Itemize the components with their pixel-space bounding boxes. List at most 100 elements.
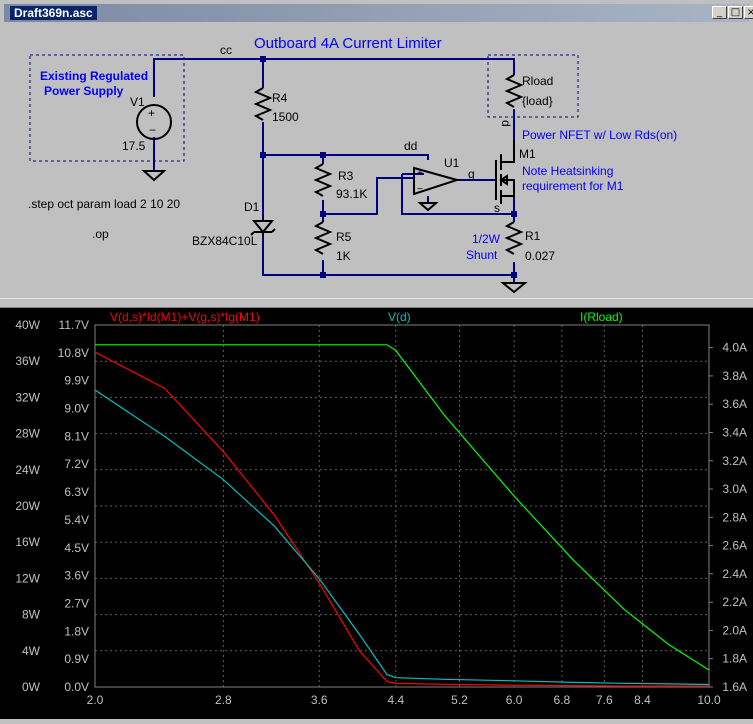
y-left-watt-tick: 4W (22, 644, 41, 658)
nfet-m1-icon (495, 140, 515, 204)
y-left-volt-tick: 2.7V (64, 596, 89, 610)
m1-label: M1 (519, 147, 536, 161)
y-left-volt-tick: 5.4V (64, 513, 89, 527)
y-right-amp-tick: 4.0A (722, 341, 747, 355)
net-s-label: s (494, 201, 500, 215)
r3-label: R3 (338, 169, 354, 183)
y-left-watt-tick: 12W (15, 571, 40, 585)
y-left-volt-tick: 0.0V (64, 680, 89, 694)
v1-label: V1 (130, 95, 145, 109)
ground-icon (141, 170, 528, 294)
window-title: Draft369n.asc (10, 6, 97, 20)
r4-value: 1500 (272, 110, 299, 124)
zener-diode-icon (250, 217, 276, 237)
y-left-watt-tick: 24W (15, 463, 40, 477)
rload-label: Rload (522, 74, 553, 88)
r1-value: 0.027 (525, 249, 555, 263)
title-bar[interactable]: Draft369n.asc _ □ × (4, 4, 753, 23)
shunt-note-line2: Shunt (466, 248, 498, 262)
minimize-button[interactable]: _ (712, 6, 727, 19)
y-left-volt-tick: 0.9V (64, 652, 89, 666)
heatsink-note-line2: requirement for M1 (522, 179, 624, 193)
r5-value: 1K (336, 249, 351, 263)
y-right-amp-tick: 2.2A (722, 595, 747, 609)
net-cc-label: cc (220, 43, 232, 57)
title-bar-fill (4, 4, 749, 22)
y-left-watt-tick: 20W (15, 499, 40, 513)
wires (153, 58, 515, 282)
plot-grid (94, 324, 710, 688)
maximize-button[interactable]: □ (728, 6, 743, 19)
pane-splitter[interactable] (0, 298, 753, 308)
supply-note-line2: Power Supply (44, 84, 124, 98)
y-left-watt-tick: 40W (15, 318, 40, 332)
y-right-amp-tick: 2.6A (722, 539, 747, 553)
nfet-note: Power NFET w/ Low Rds(on) (522, 128, 677, 142)
trace-label-irload[interactable]: I(Rload) (580, 310, 623, 324)
r3-value: 93.1K (336, 187, 367, 201)
y-left-volt-tick: 9.0V (64, 402, 89, 416)
u1-label: U1 (444, 156, 460, 170)
svg-text:−: − (149, 123, 156, 137)
schematic-canvas: + − + (28, 35, 677, 294)
close-button[interactable]: × (744, 6, 753, 19)
shunt-note-line1: 1/2W (472, 232, 501, 246)
net-g-label: g (468, 167, 475, 181)
x-tick-label: 2.8 (215, 693, 232, 707)
y-left-watt-tick: 16W (15, 535, 40, 549)
y-right-amp-tick: 2.0A (722, 623, 747, 637)
d1-label: D1 (244, 200, 260, 214)
y-left-volt-tick: 4.5V (64, 541, 89, 555)
v1-source[interactable]: + − (136, 104, 172, 140)
svg-text:+: + (417, 168, 423, 179)
v1-value: 17.5 (122, 139, 146, 153)
trace-series-2 (95, 344, 710, 671)
trace-series-1 (94, 389, 710, 686)
y-left-volt-tick: 7.2V (64, 457, 89, 471)
y-left-watt-tick: 8W (22, 608, 41, 622)
trace-series-0 (94, 351, 709, 687)
x-tick-label: 6.0 (506, 693, 523, 707)
y-right-amp-tick: 2.4A (722, 567, 747, 581)
y-left-volt-tick: 1.8V (64, 624, 89, 638)
y-right-amp-tick: 2.8A (722, 510, 747, 524)
y-left-volt-tick: 6.3V (64, 485, 89, 499)
heatsink-note-line1: Note Heatsinking (522, 164, 613, 178)
trace-label-vd[interactable]: V(d) (388, 310, 411, 324)
plot-frame (94, 324, 710, 688)
y-right-amp-tick: 3.4A (722, 425, 747, 439)
rload-value: {load} (522, 94, 553, 108)
r1-label: R1 (525, 229, 541, 243)
schematic-pane[interactable]: + − + (4, 22, 749, 298)
x-tick-label: 4.4 (387, 693, 404, 707)
y-left-volt-tick: 11.7V (59, 318, 89, 332)
d1-value: BZX84C10L (192, 234, 258, 248)
y-left-watt-tick: 28W (15, 427, 40, 441)
y-left-volt-tick: 10.8V (58, 346, 89, 360)
op-directive[interactable]: .op (92, 227, 109, 241)
y-right-amp-tick: 1.8A (722, 652, 747, 666)
opamp-u1[interactable]: + − (413, 166, 461, 196)
x-tick-label: 2.0 (87, 693, 104, 707)
supply-note-box (29, 54, 185, 162)
y-left-watt-tick: 32W (15, 390, 40, 404)
r5-label: R5 (336, 230, 352, 244)
y-right-amp-tick: 3.8A (722, 369, 747, 383)
x-tick-label: 6.8 (554, 693, 571, 707)
y-right-amp-tick: 3.2A (722, 454, 747, 468)
svg-text:−: − (417, 184, 423, 195)
x-tick-label: 3.6 (311, 693, 328, 707)
net-dd-label: dd (404, 139, 417, 153)
step-directive[interactable]: .step oct param load 2 10 20 (28, 197, 180, 211)
resistors (253, 74, 524, 255)
trace-label-power[interactable]: V(d,s)*Id(M1)+V(g,s)*Ig(M1) (110, 310, 260, 324)
traces (94, 344, 710, 687)
load-box (487, 54, 579, 118)
x-tick-label: 10.0 (697, 693, 721, 707)
x-tick-label: 5.2 (451, 693, 468, 707)
y-right-amp-tick: 3.0A (722, 482, 747, 496)
